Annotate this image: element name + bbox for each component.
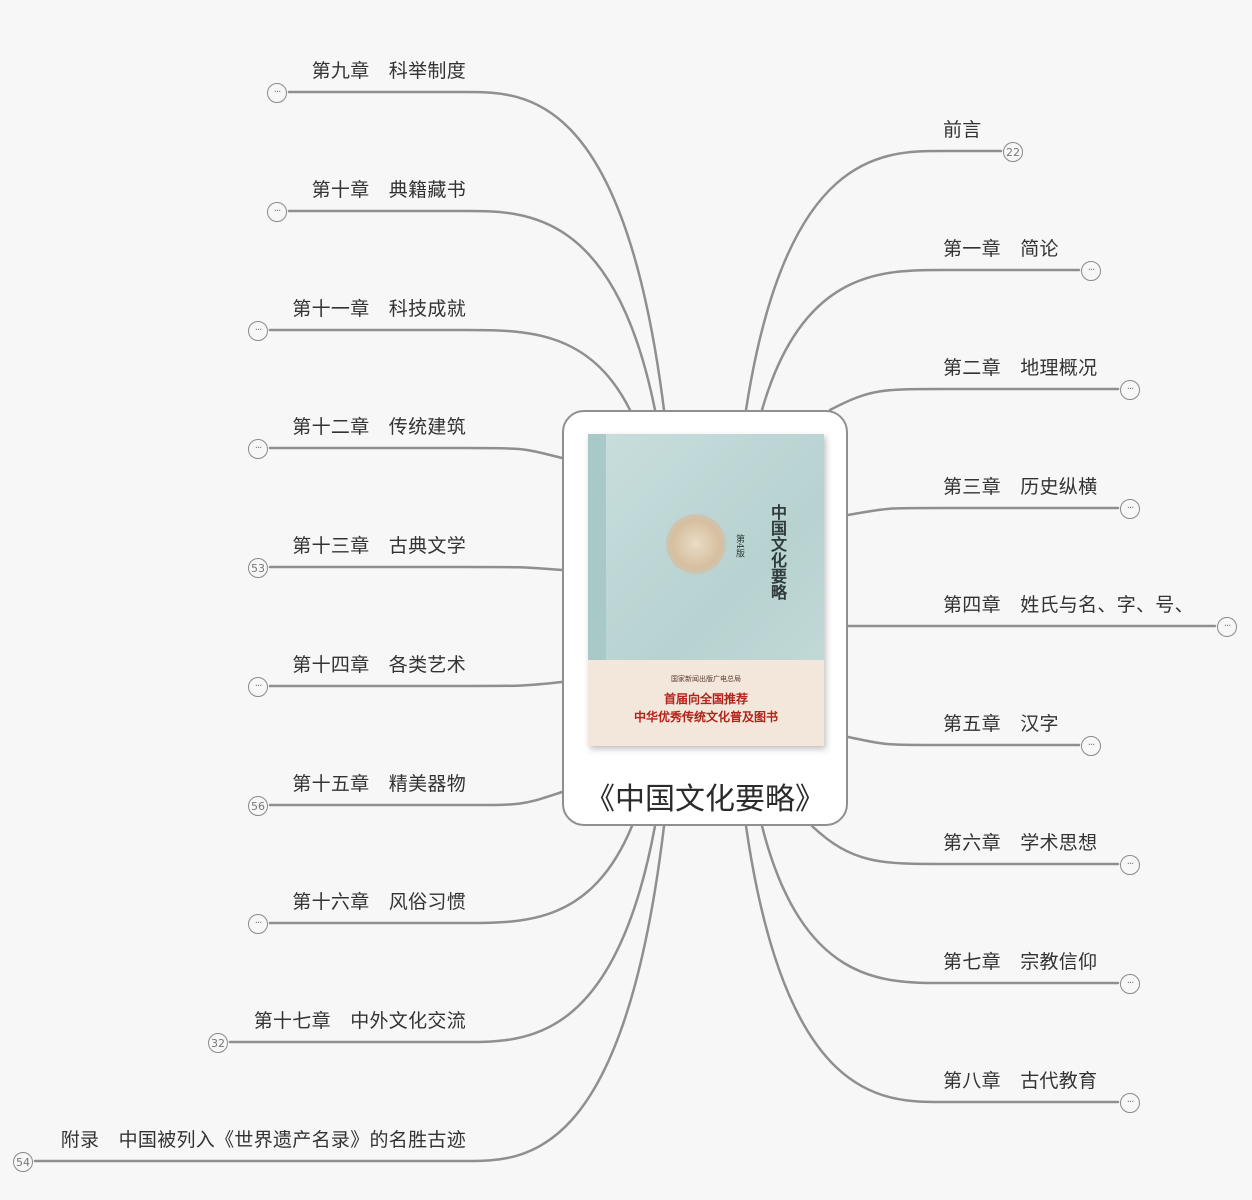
branch-label-left[interactable]: 第十三章 古典文学 [292, 535, 466, 557]
expand-more-icon[interactable]: ··· [248, 677, 268, 697]
cover-band-line1: 首届向全国推荐 [663, 692, 748, 706]
child-count-badge[interactable]: 22 [1003, 142, 1023, 162]
child-count-badge[interactable]: 56 [248, 796, 268, 816]
connector-line [228, 824, 657, 1044]
connector-line [744, 149, 1003, 412]
branch-label-right[interactable]: 第四章 姓氏与名、字、号、 [943, 594, 1194, 616]
branch-label-right[interactable]: 第三章 历史纵横 [943, 476, 1098, 498]
cover-band-publisher: 国家新闻出版广电总局 [671, 675, 741, 683]
connector-line [268, 565, 564, 572]
expand-more-icon[interactable]: ··· [1081, 736, 1101, 756]
branch-label-right[interactable]: 第一章 简论 [943, 238, 1059, 260]
branch-label-left[interactable]: 第十四章 各类艺术 [292, 654, 466, 676]
connector-line [268, 328, 632, 412]
cover-band: 国家新闻出版广电总局 首届向全国推荐 中华优秀传统文化普及图书 [588, 660, 824, 746]
cover-edition: 第4版 [734, 534, 744, 558]
expand-more-icon[interactable]: ··· [1120, 974, 1140, 994]
central-topic-title: 《中国文化要略》 [585, 782, 825, 817]
expand-more-icon[interactable]: ··· [1120, 1093, 1140, 1113]
connector-line [760, 824, 1120, 985]
expand-more-icon[interactable]: ··· [1120, 855, 1140, 875]
expand-more-icon[interactable]: ··· [1217, 617, 1237, 637]
child-count-badge[interactable]: 54 [13, 1152, 33, 1172]
branch-label-left[interactable]: 第十五章 精美器物 [292, 773, 466, 795]
connector-line [33, 824, 666, 1163]
connector-line [810, 824, 1120, 866]
connector-line [828, 387, 1120, 412]
branch-label-left[interactable]: 第十章 典籍藏书 [311, 179, 466, 201]
connector-line [287, 209, 657, 412]
branch-label-left[interactable]: 第十六章 风俗习惯 [292, 891, 466, 913]
expand-more-icon[interactable]: ··· [1081, 261, 1101, 281]
connector-line [268, 824, 634, 925]
connector-line [268, 790, 564, 807]
branch-label-right[interactable]: 前言 [943, 119, 982, 141]
branch-label-right[interactable]: 第六章 学术思想 [943, 832, 1098, 854]
branch-label-right[interactable]: 第七章 宗教信仰 [943, 951, 1098, 973]
cover-band-line2: 中华优秀传统文化普及图书 [633, 710, 778, 724]
connector-line [760, 268, 1081, 412]
branch-label-left[interactable]: 第十二章 传统建筑 [292, 416, 466, 438]
connector-line [268, 446, 564, 460]
branch-label-left[interactable]: 第九章 科举制度 [311, 60, 466, 82]
expand-more-icon[interactable]: ··· [248, 439, 268, 459]
cover-title: 中国文化要略 [768, 504, 787, 600]
branch-label-right[interactable]: 第八章 古代教育 [943, 1070, 1098, 1092]
branch-label-left[interactable]: 第十七章 中外文化交流 [253, 1010, 466, 1032]
child-count-badge[interactable]: 32 [208, 1033, 228, 1053]
branch-label-right[interactable]: 第五章 汉字 [943, 713, 1059, 735]
connector-line [287, 90, 666, 412]
connector-line [846, 506, 1120, 517]
branch-label-left[interactable]: 附录 中国被列入《世界遗产名录》的名胜古迹 [60, 1129, 466, 1151]
central-topic[interactable]: 中国文化要略 第4版 国家新闻出版广电总局 首届向全国推荐 中华优秀传统文化普及… [562, 410, 848, 826]
book-cover-image: 中国文化要略 第4版 国家新闻出版广电总局 首届向全国推荐 中华优秀传统文化普及… [588, 434, 824, 746]
expand-more-icon[interactable]: ··· [248, 321, 268, 341]
connector-line [744, 824, 1120, 1104]
connector-line [268, 680, 564, 688]
connector-line [846, 735, 1081, 747]
expand-more-icon[interactable]: ··· [1120, 499, 1140, 519]
expand-more-icon[interactable]: ··· [1120, 380, 1140, 400]
expand-more-icon[interactable]: ··· [267, 83, 287, 103]
expand-more-icon[interactable]: ··· [248, 914, 268, 934]
child-count-badge[interactable]: 53 [248, 558, 268, 578]
branch-label-right[interactable]: 第二章 地理概况 [943, 357, 1098, 379]
cover-emblem-icon [666, 514, 726, 574]
expand-more-icon[interactable]: ··· [267, 202, 287, 222]
branch-label-left[interactable]: 第十一章 科技成就 [292, 298, 466, 320]
